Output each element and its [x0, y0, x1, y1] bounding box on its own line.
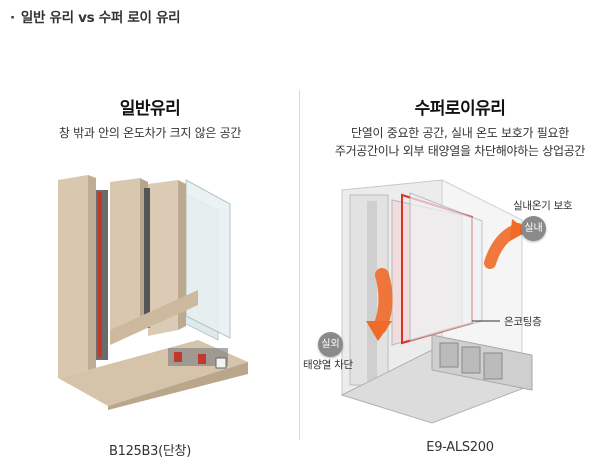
bullet-mark: · [10, 10, 15, 26]
left-description: 창 밖과 안의 온도차가 크지 않은 공간 [58, 126, 242, 140]
section-title: 일반 유리 vs 수퍼 로이 유리 [20, 10, 181, 26]
right-description: 단열이 중요한 공간, 실내 온도 보호가 필요한 주거공간이나 외부 태양열을… [305, 124, 614, 160]
column-divider [299, 90, 300, 440]
super-low-e-window-image [322, 175, 552, 425]
left-title: 일반유리 [119, 99, 181, 119]
section-header: · 일반 유리 vs 수퍼 로이 유리 [10, 6, 181, 26]
annotation-silver-coating: 은코팅층 [504, 316, 542, 328]
standard-glass-window-image [48, 170, 270, 410]
left-caption: B125B3(단창) [109, 444, 191, 459]
right-description-line-1: 단열이 중요한 공간, 실내 온도 보호가 필요한 [351, 126, 569, 140]
annotation-indoor-protect: 실내온기 보호 [513, 200, 573, 212]
right-caption: E9-ALS200 [426, 440, 494, 455]
badge-indoor: 실내 [521, 216, 546, 241]
right-title: 수퍼로이유리 [414, 99, 506, 119]
annotation-solar-block: 태양열 차단 [303, 359, 353, 371]
badge-outdoor: 실외 [318, 332, 343, 357]
right-description-line-2: 주거공간이나 외부 태양열을 차단해야하는 상업공간 [334, 144, 586, 158]
